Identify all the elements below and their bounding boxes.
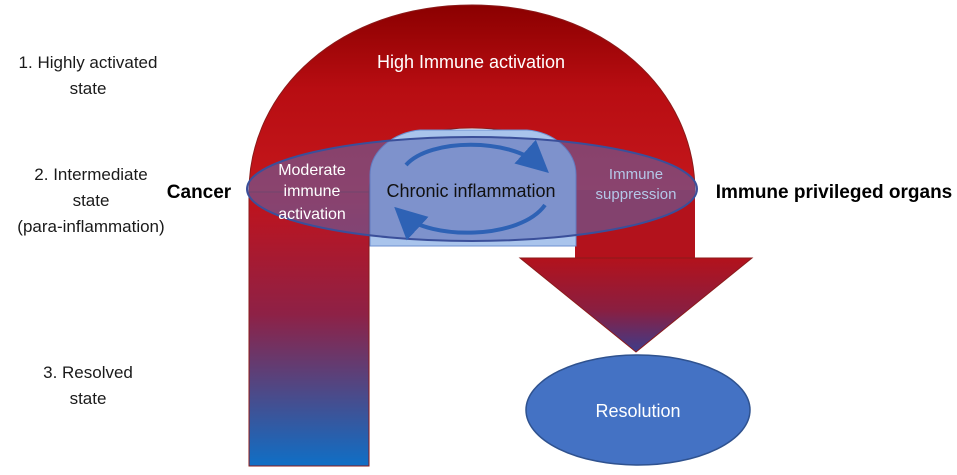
state1-label-line1: 1. Highly activated xyxy=(19,53,158,72)
state1-label-line2: state xyxy=(70,79,107,98)
high-activation-label: High Immune activation xyxy=(377,52,565,72)
down-arrow-shape xyxy=(518,257,754,353)
immune-privileged-label: Immune privileged organs xyxy=(716,182,953,203)
cycle-arrow-top-icon xyxy=(404,139,549,174)
state2-label-line2: state xyxy=(73,191,110,210)
state2-label-line1: 2. Intermediate xyxy=(34,165,147,184)
moderate-label-line2: immune xyxy=(284,183,341,200)
resolution-ellipse xyxy=(525,354,751,466)
resolution-label: Resolution xyxy=(595,401,680,421)
chronic-inflammation-label: Chronic inflammation xyxy=(386,181,555,201)
state3-label-line1: 3. Resolved xyxy=(43,363,133,382)
cancer-label: Cancer xyxy=(167,182,232,203)
state2-label-line3: (para-inflammation) xyxy=(17,217,164,236)
moderate-label-line3: activation xyxy=(278,206,346,223)
cycle-arrow-bottom-icon xyxy=(394,203,547,241)
suppression-label-line1: Immune xyxy=(609,166,663,183)
intermediate-state-ellipse xyxy=(246,136,698,242)
suppression-label-line2: suppression xyxy=(596,186,677,203)
moderate-label-line1: Moderate xyxy=(278,162,346,179)
state3-label-line2: state xyxy=(70,389,107,408)
